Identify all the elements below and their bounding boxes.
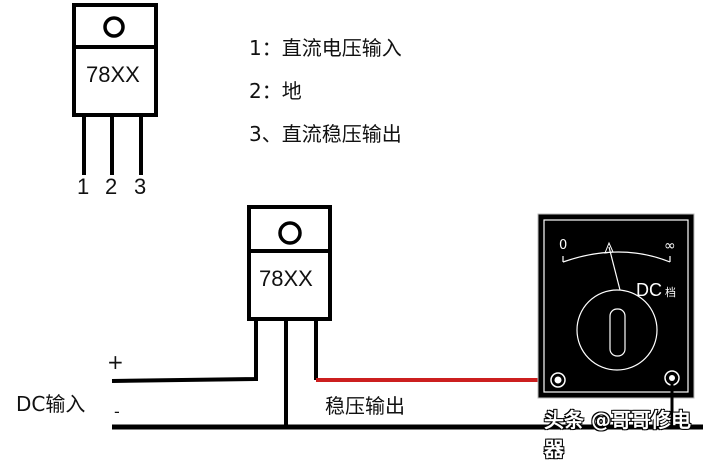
pin-2-label: 2 [105, 174, 118, 199]
pin-1-label: 1 [77, 174, 90, 199]
legend-pin-2: 2：地 [249, 79, 302, 103]
dc-input-label: DC输入 [16, 392, 86, 416]
top-regulator-part-number: 78XX [86, 62, 140, 87]
mounting-hole-icon [278, 221, 302, 245]
top-regulator [72, 3, 158, 175]
legend-pin-3: 3、直流稳压输出 [249, 122, 402, 146]
circuit-regulator-part-number: 78XX [259, 266, 313, 291]
minus-label: - [114, 402, 120, 421]
regulated-output-label: 稳压输出 [325, 394, 405, 418]
watermark: 头条 @哥哥修电器 [544, 408, 691, 461]
circuit-diagram [72, 3, 703, 430]
scale-max-label: ∞ [664, 238, 676, 254]
legend-pin-1: 1：直流电压输入 [249, 36, 402, 60]
dial-knob [609, 308, 626, 357]
multimeter [537, 213, 695, 399]
selector-dial [576, 289, 658, 371]
pin-3-label: 3 [134, 174, 147, 199]
circuit-regulator [111, 205, 332, 427]
mounting-hole-icon [103, 16, 125, 38]
mode-suffix-text: 档 [665, 287, 676, 299]
needle [608, 246, 621, 291]
scale-min-label: 0 [559, 238, 568, 253]
terminal-positive [550, 372, 566, 388]
plus-label: + [107, 350, 124, 374]
mode-dc-text: DC [636, 280, 662, 300]
